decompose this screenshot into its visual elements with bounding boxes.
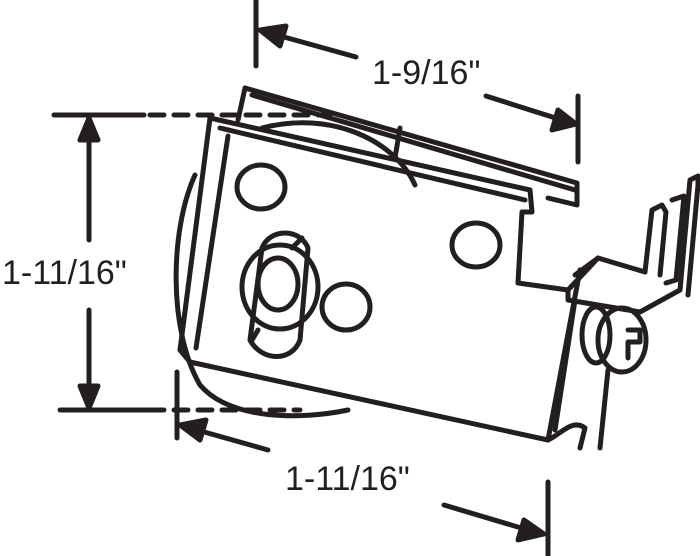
adjustment-eyelet [239, 230, 321, 359]
dimension-label-left: 1-11/16" [0, 254, 129, 292]
dimension-left [51, 112, 333, 413]
housing-plate [177, 115, 648, 451]
adjustment-screw [579, 304, 649, 375]
rear-plate [235, 85, 580, 208]
mounting-bracket [565, 173, 700, 315]
dimension-label-bottom: 1-11/16" [283, 460, 412, 498]
dimension-label-top: 1-9/16" [370, 54, 483, 92]
dimension-top [253, 0, 581, 165]
dimension-bottom [174, 369, 551, 556]
rivet-holes [234, 162, 503, 333]
